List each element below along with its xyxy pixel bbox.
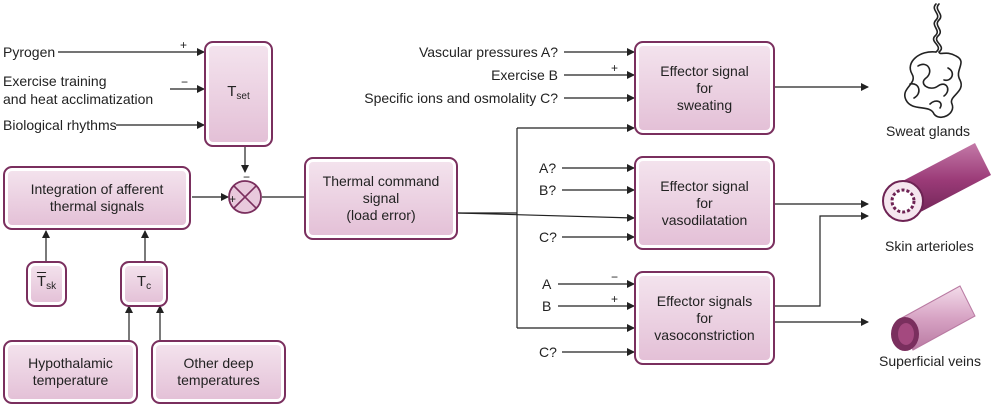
vasodilatation-label: Effector signal for vasodilatation — [660, 177, 749, 228]
sign-exercise-training-minus: − — [181, 75, 189, 89]
sweat-gland-icon — [903, 3, 963, 119]
thermal-command-label: Thermal command signal (load error) — [322, 173, 440, 223]
thermal-command-box: Thermal command signal (load error) — [304, 157, 458, 240]
integration-box: Integration of afferent thermal signals — [3, 166, 191, 230]
label-exercise-b: Exercise B — [491, 67, 558, 83]
tc-symbol: T — [136, 273, 147, 290]
label-vascular-pressures: Vascular pressures A? — [418, 44, 558, 60]
other-deep-box: Other deep temperatures — [151, 340, 286, 404]
label-vasodil-a: A? — [539, 160, 557, 176]
integration-label: Integration of afferent thermal signals — [30, 181, 164, 214]
sign-vasocon-a-minus: − — [611, 270, 619, 284]
label-vasodil-c: C? — [539, 229, 557, 245]
caption-skin-arterioles: Skin arterioles — [885, 238, 974, 254]
label-vasodil-b: B? — [539, 182, 557, 198]
skin-arteriole-icon — [882, 143, 991, 222]
arrow-to-vasodilatation — [457, 212, 635, 222]
caption-sweat-glands: Sweat glands — [886, 123, 971, 139]
tset-box: Tset — [204, 41, 273, 147]
hypothalamic-box: Hypothalamic temperature — [3, 340, 138, 404]
sign-vasocon-b-plus: + — [611, 292, 619, 306]
sweating-label: Effector signal for sweating — [660, 62, 749, 113]
tc-box: Tc — [120, 261, 168, 307]
arrow-vasocon-to-arterioles — [775, 212, 869, 307]
label-specific-ions: Specific ions and osmolality C? — [364, 90, 558, 106]
label-vasocon-c: C? — [539, 344, 557, 360]
sign-exercise-b-plus: + — [611, 61, 619, 75]
tset-symbol: T — [227, 83, 237, 100]
tset-subscript: set — [236, 91, 250, 102]
label-pyrogen: Pyrogen — [3, 44, 56, 60]
tsk-box: Tsk — [26, 261, 67, 307]
sign-comparator-plus: + — [229, 192, 237, 206]
tsk-subscript: sk — [46, 281, 57, 292]
vasodilatation-box: Effector signal for vasodilatation — [634, 156, 775, 250]
sign-pyrogen-plus: + — [180, 38, 188, 52]
caption-superficial-veins: Superficial veins — [879, 353, 981, 369]
tc-subscript: c — [146, 281, 152, 292]
tsk-symbol: T — [36, 273, 47, 290]
label-exercise-training: Exercise training and heat acclimatizati… — [3, 73, 154, 107]
label-vasocon-b: B — [542, 298, 552, 314]
vasoconstriction-box: Effector signals for vasoconstriction — [634, 271, 775, 365]
superficial-vein-icon — [891, 285, 976, 351]
label-vasocon-a: A — [542, 276, 552, 292]
comparator-node — [228, 180, 262, 214]
hypothalamic-label: Hypothalamic temperature — [28, 355, 113, 388]
other-deep-label: Other deep temperatures — [177, 355, 260, 388]
label-biological-rhythms: Biological rhythms — [3, 117, 117, 133]
sign-comparator-minus: − — [243, 170, 251, 184]
vasoconstriction-label: Effector signals for vasoconstriction — [654, 292, 755, 343]
sweating-box: Effector signal for sweating — [634, 41, 775, 135]
